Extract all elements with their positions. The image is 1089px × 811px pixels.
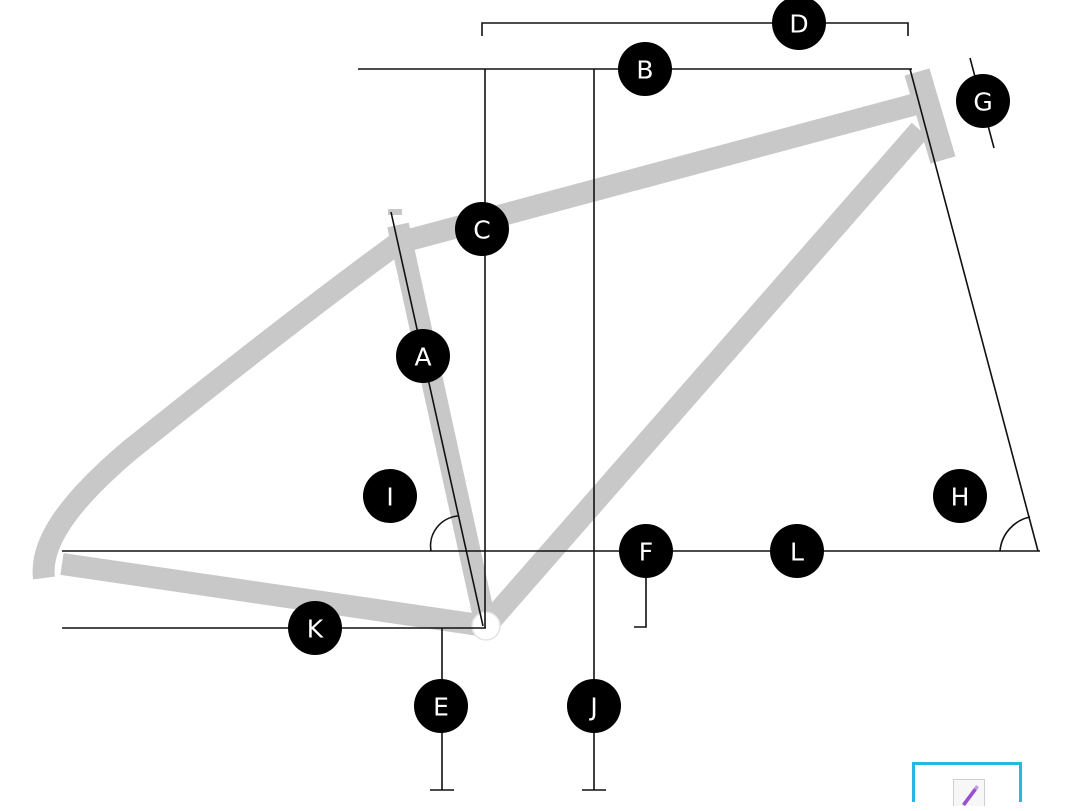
badge-i: I: [363, 469, 417, 523]
badge-h-label: H: [951, 483, 970, 512]
seat-stay: [32, 234, 405, 580]
badge-g-label: G: [973, 88, 992, 117]
seat-angle-arc: [429, 515, 459, 552]
badge-j: J: [567, 679, 621, 733]
head-tube: [904, 68, 956, 164]
badge-f: F: [619, 524, 673, 578]
pen-icon: [962, 785, 979, 806]
badge-j-label: J: [588, 693, 597, 722]
badge-f-label: F: [639, 538, 653, 567]
chain-stay: [60, 553, 488, 637]
badge-b-label: B: [636, 56, 653, 85]
badge-d-label: D: [789, 10, 808, 39]
dimension-line-f-hook: [634, 575, 647, 628]
badge-d: D: [772, 0, 826, 50]
badge-c-label: C: [473, 216, 490, 245]
badge-k: K: [288, 601, 342, 655]
seat-tube: [387, 222, 497, 629]
edit-widget-frame: [953, 779, 985, 806]
down-tube: [477, 122, 929, 634]
edit-widget[interactable]: [912, 762, 1022, 806]
bottom-bracket: [471, 611, 501, 641]
badge-e: E: [414, 679, 468, 733]
badge-a: A: [396, 329, 450, 383]
badge-h: H: [933, 469, 987, 523]
badge-e-label: E: [433, 693, 449, 722]
badge-c: C: [455, 202, 509, 256]
badge-g: G: [956, 74, 1010, 128]
badge-a-label: A: [414, 343, 431, 372]
dimension-line-head-angle: [909, 68, 1039, 552]
dimension-line-a: [390, 211, 484, 627]
badge-i-label: I: [386, 483, 393, 512]
badge-b: B: [618, 42, 672, 96]
dimension-lines: [62, 22, 1040, 791]
badge-l-label: L: [790, 538, 804, 567]
badge-l: L: [770, 524, 824, 578]
badge-k-label: K: [307, 615, 324, 644]
head-angle-arc: [999, 516, 1031, 552]
dimension-line-d: [481, 22, 909, 36]
